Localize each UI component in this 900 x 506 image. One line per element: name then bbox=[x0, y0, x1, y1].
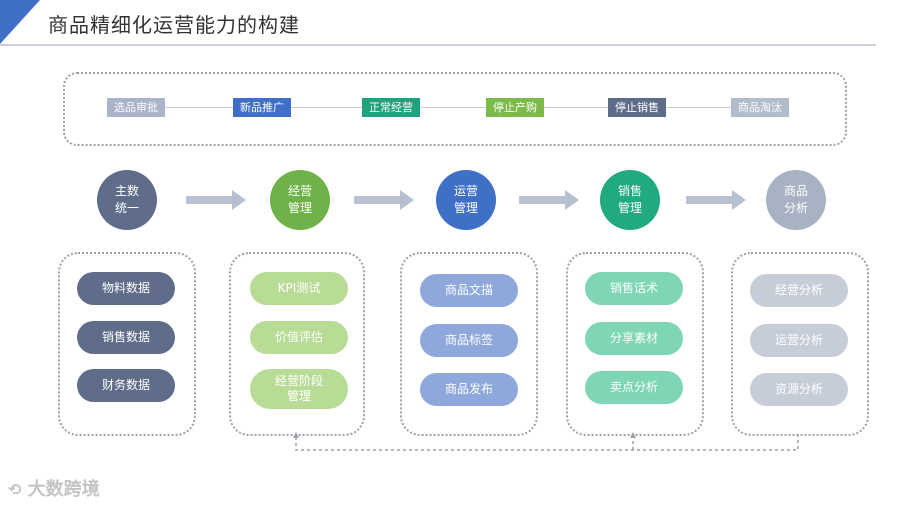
stage-chip-normal-operation: 正常经营 bbox=[362, 98, 420, 117]
pill-value-assessment: 价值评估 bbox=[250, 321, 348, 354]
pill-resource-analysis: 资源分析 bbox=[750, 373, 848, 406]
pill-share-material: 分享素材 bbox=[585, 322, 683, 355]
pill-product-tags: 商品标签 bbox=[420, 324, 518, 357]
pill-sales-data: 销售数据 bbox=[77, 321, 175, 354]
flow-circle-master-data: 主数 统一 bbox=[97, 170, 157, 230]
stage-chip-stop-purchase: 停止产购 bbox=[486, 98, 544, 117]
stage-chip-stop-sales: 停止销售 bbox=[608, 98, 666, 117]
page-title: 商品精细化运营能力的构建 bbox=[48, 13, 300, 37]
column-box-operation-management bbox=[400, 252, 538, 436]
pill-operation-analysis: 运营分析 bbox=[750, 324, 848, 357]
lifecycle-panel bbox=[63, 72, 847, 146]
pill-finance-data: 财务数据 bbox=[77, 369, 175, 402]
column-box-master-data bbox=[58, 252, 196, 436]
flow-circle-business-management: 经营 管理 bbox=[270, 170, 330, 230]
flow-arrow-4 bbox=[686, 190, 746, 210]
flow-circle-product-analysis: 商品 分析 bbox=[766, 170, 826, 230]
pill-product-description: 商品文描 bbox=[420, 274, 518, 307]
pill-kpi-test: KPI测试 bbox=[250, 272, 348, 305]
watermark-logo: ⟲ 大数跨境 bbox=[8, 475, 100, 501]
stage-chip-eliminate: 商品淘汰 bbox=[731, 98, 789, 117]
title-accent bbox=[0, 0, 40, 44]
column-box-product-analysis bbox=[731, 252, 869, 436]
pill-product-publish: 商品发布 bbox=[420, 373, 518, 406]
pill-sales-script: 销售话术 bbox=[585, 272, 683, 305]
pill-stage-management: 经营阶段 管理 bbox=[250, 369, 348, 409]
stage-chip-new-product: 新品推广 bbox=[233, 98, 291, 117]
watermark-text: 大数跨境 bbox=[27, 479, 100, 500]
lifecycle-line bbox=[130, 107, 780, 108]
flow-circle-operation-management: 运营 管理 bbox=[436, 170, 496, 230]
pill-selling-point-analysis: 卖点分析 bbox=[585, 371, 683, 404]
stage-chip-selection: 选品审批 bbox=[107, 98, 165, 117]
pill-business-analysis: 经营分析 bbox=[750, 274, 848, 307]
flow-circle-sales-management: 销售 管理 bbox=[600, 170, 660, 230]
column-box-sales-management bbox=[566, 252, 704, 436]
flow-arrow-2 bbox=[354, 190, 414, 210]
title-divider bbox=[0, 44, 876, 46]
flow-arrow-1 bbox=[186, 190, 246, 210]
feedback-connector bbox=[293, 432, 799, 451]
watermark-icon: ⟲ bbox=[8, 480, 22, 499]
flow-arrow-3 bbox=[519, 190, 579, 210]
pill-material-data: 物料数据 bbox=[77, 272, 175, 305]
